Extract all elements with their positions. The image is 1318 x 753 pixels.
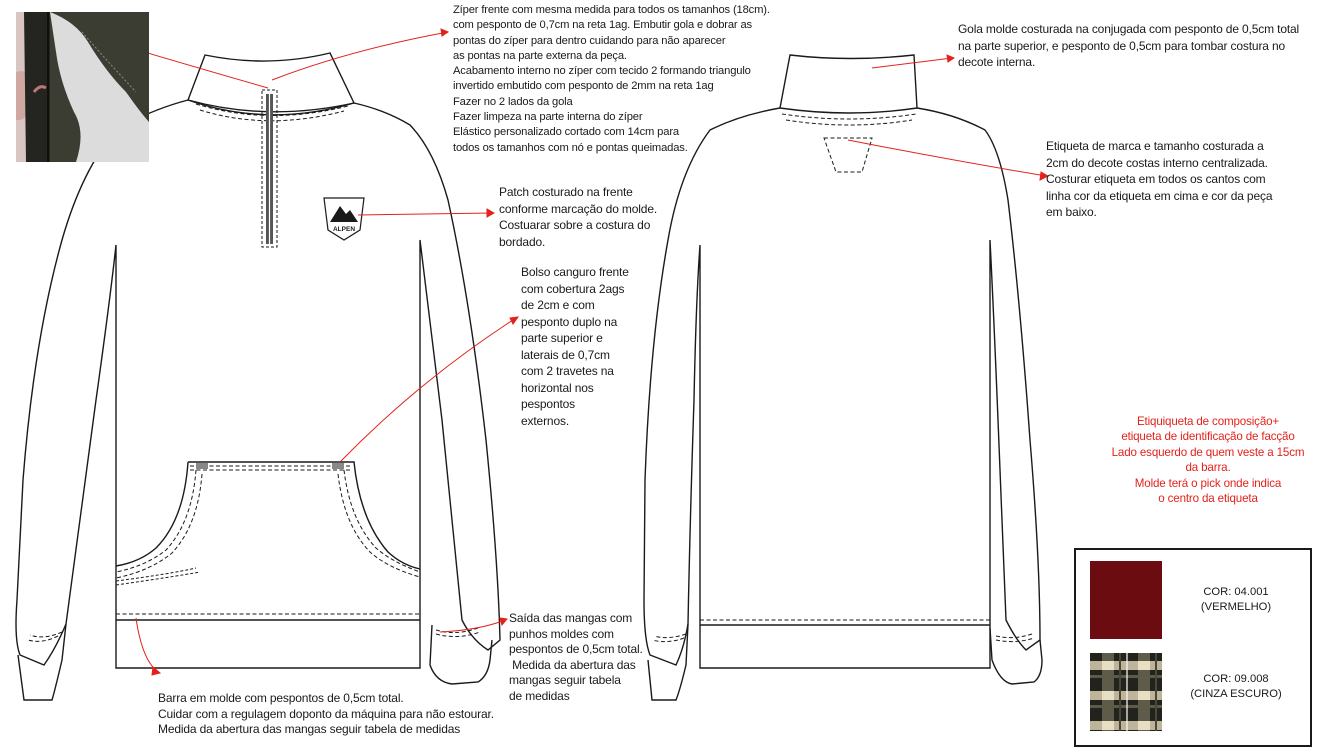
color-swatch-panel: COR: 04.001 (VERMELHO) COR: 09.008 (CINZ… <box>1074 548 1312 747</box>
back-garment <box>643 54 1043 701</box>
front-zipper <box>261 89 278 248</box>
patch-note: Patch costurado na frente conforme marca… <box>499 185 658 249</box>
swatch-vermelho-code: COR: 04.001 <box>1203 586 1269 598</box>
swatch-cinza-escuro <box>1090 653 1162 731</box>
patch-logo-label: ALPEN <box>333 226 355 233</box>
cuffs-note: Saída das mangas com punhos moldes com p… <box>509 611 643 703</box>
annotation-arrows <box>83 28 1050 676</box>
back-collar <box>779 54 918 114</box>
swatch-cinza-escuro-code: COR: 09.008 <box>1203 673 1269 685</box>
pocket-bartack-right <box>332 463 344 469</box>
alpen-patch: ALPEN <box>323 197 365 241</box>
front-left-cuff <box>17 623 67 701</box>
arrow-pocket <box>339 317 517 463</box>
front-stitching <box>27 103 481 642</box>
pocket-bartack-left <box>196 463 208 469</box>
arrow-zipper-note <box>271 31 449 81</box>
front-body <box>15 99 501 669</box>
arrow-back-collar <box>871 57 953 69</box>
arrow-hem <box>135 617 159 673</box>
arrow-cuff <box>439 619 506 633</box>
hem-note: Barra em molde com pespontos de 0,5cm to… <box>158 691 494 736</box>
pocket-note: Bolso canguro frente com cobertura 2ags … <box>521 265 629 428</box>
front-right-cuff <box>429 624 493 685</box>
swatch-vermelho <box>1090 561 1162 639</box>
pocket-topstitch <box>190 465 350 471</box>
arrow-back-label <box>847 139 1047 177</box>
back-right-cuff <box>989 627 1043 685</box>
front-garment <box>15 52 501 701</box>
zipper-detail-photo <box>16 12 149 162</box>
front-kangaroo-pocket <box>115 461 421 570</box>
zipper-note: Zíper frente com mesma medida para todos… <box>453 4 770 154</box>
back-stitching <box>651 113 1035 643</box>
back-collar-note: Gola molde costurada na conjugada com pe… <box>958 22 1300 69</box>
back-label-note: Etiqueta de marca e tamanho costurada a … <box>1046 139 1273 219</box>
back-body <box>643 107 1041 669</box>
back-left-cuff <box>647 623 689 701</box>
zipper-tape <box>261 89 278 248</box>
arrow-patch <box>357 212 493 216</box>
swatch-vermelho-name: (VERMELHO) <box>1200 601 1272 613</box>
composition-label-note: Etiquiqueta de composição+ etiqueta de i… <box>1111 415 1305 506</box>
swatch-cinza-escuro-name: (CINZA ESCURO) <box>1190 688 1282 700</box>
